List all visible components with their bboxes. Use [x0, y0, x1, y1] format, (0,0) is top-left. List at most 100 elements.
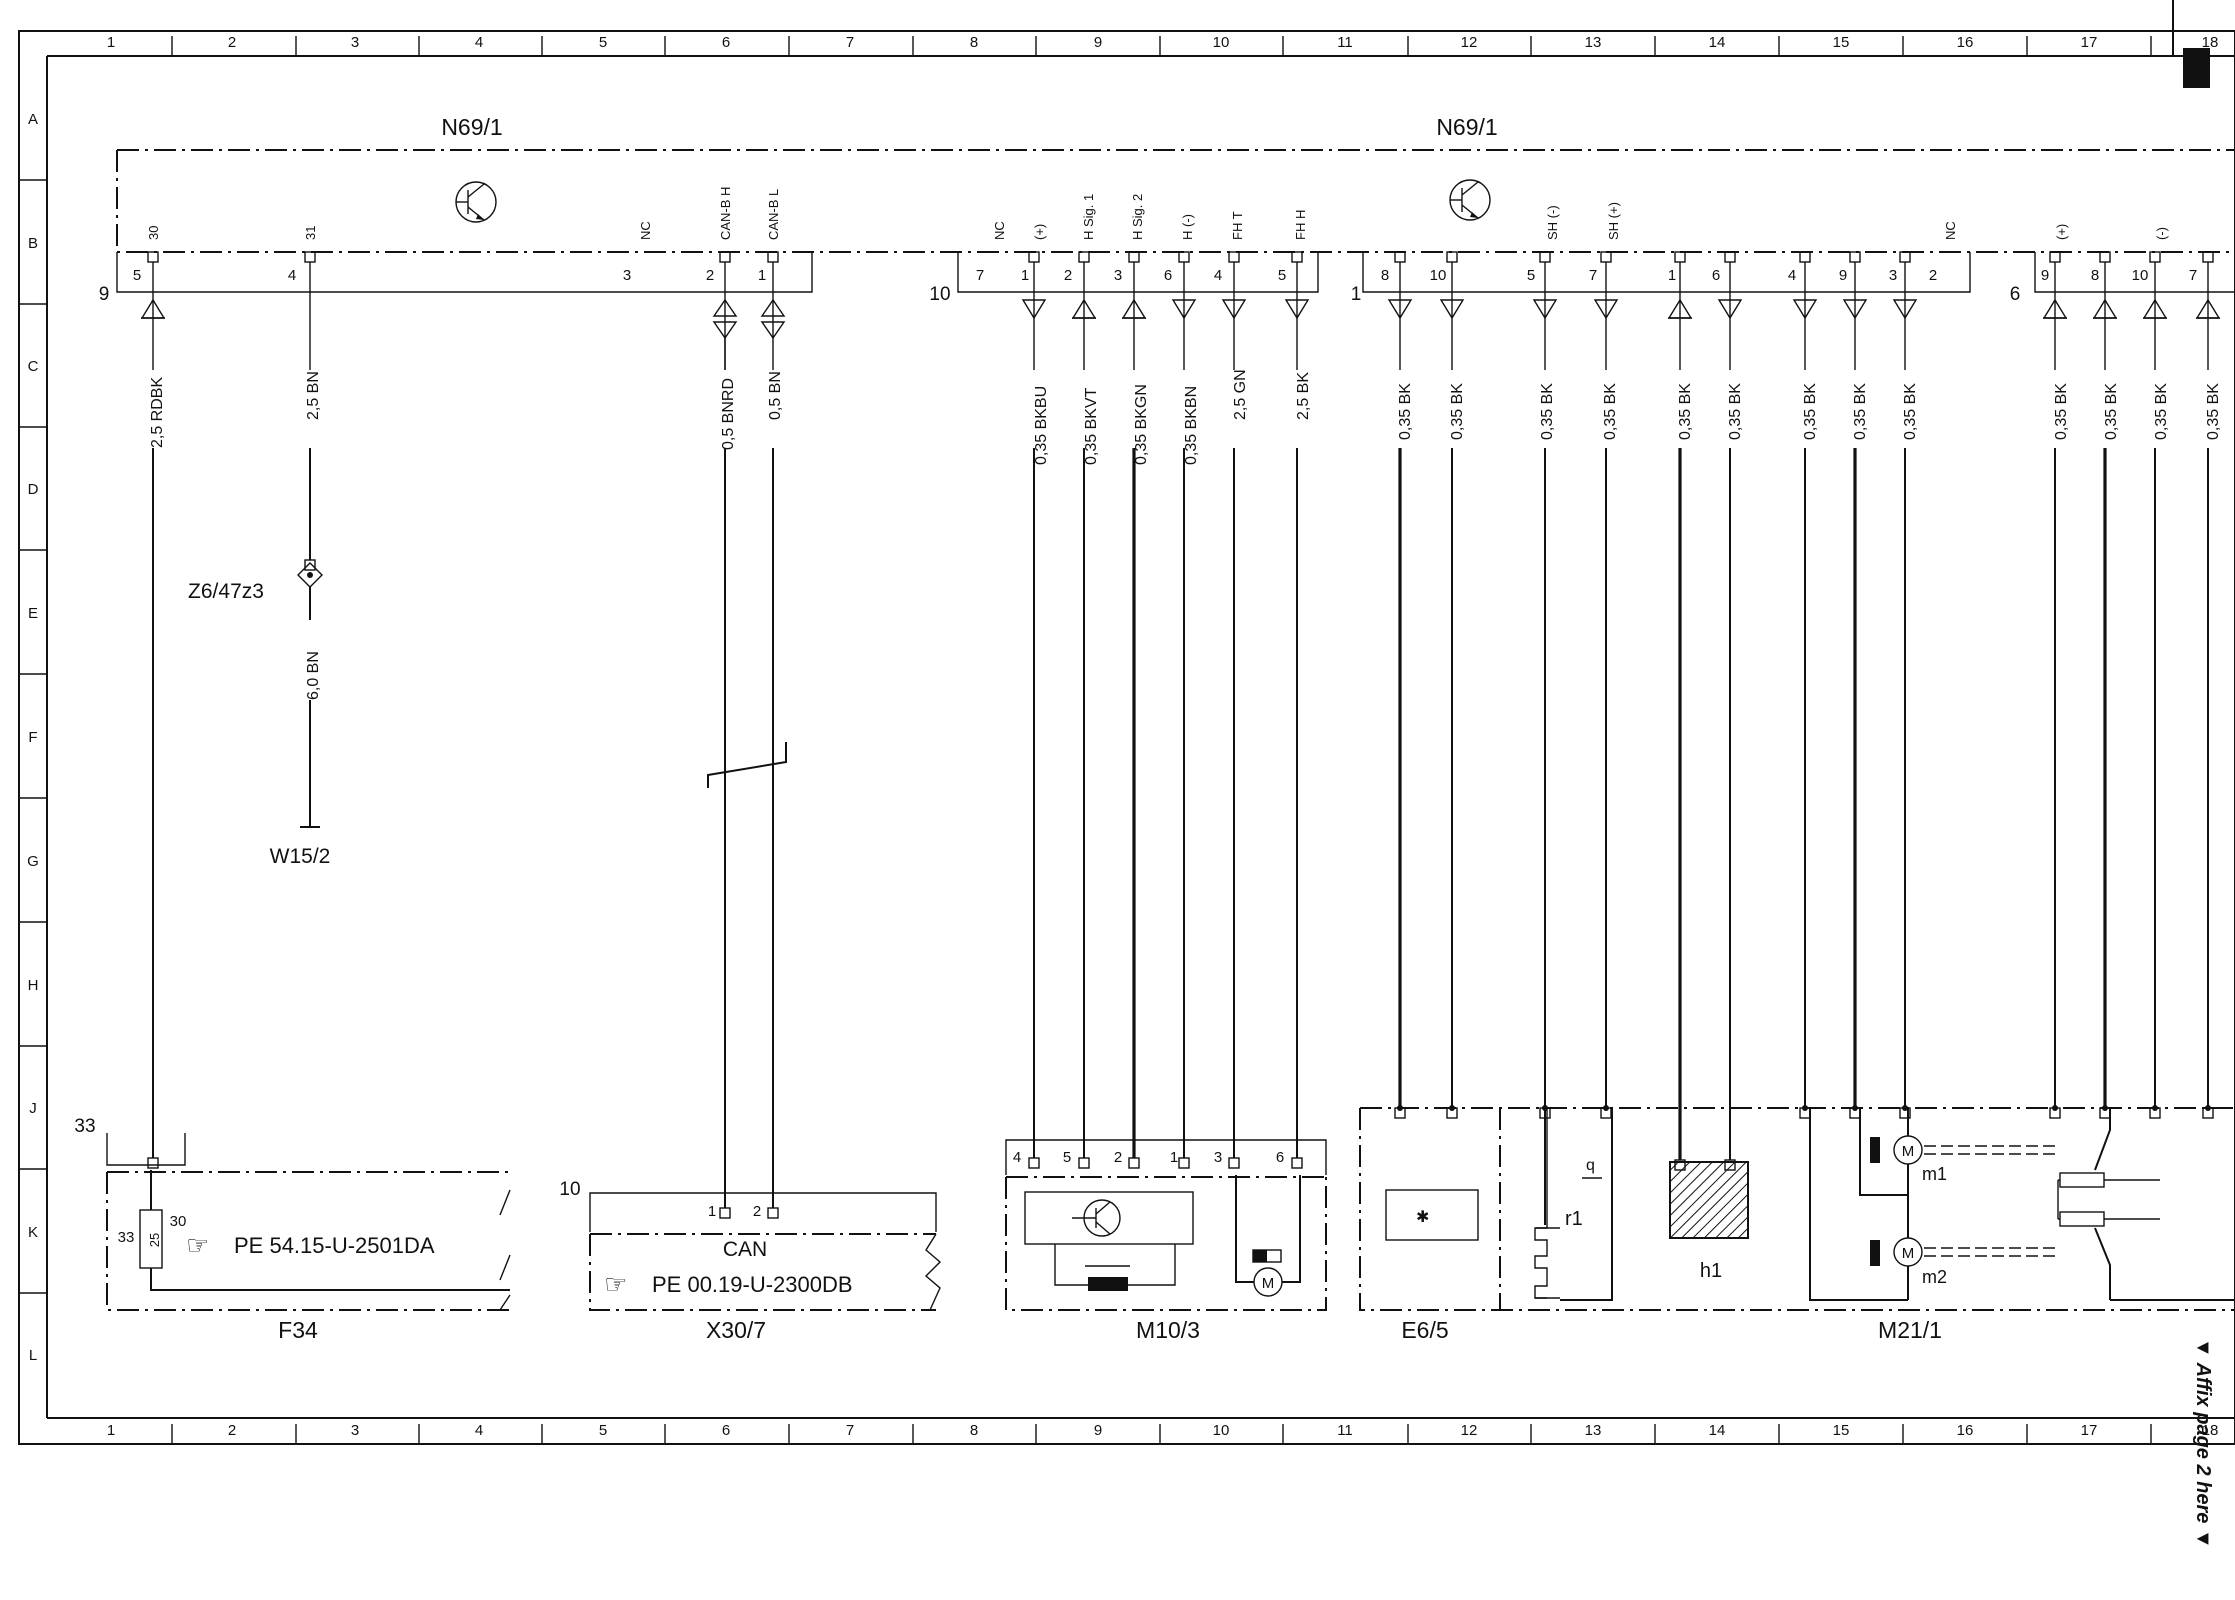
wire: [1532, 251, 1558, 1119]
wire-label: 2,5 BN: [305, 371, 322, 420]
pin-number: 2: [706, 267, 714, 284]
pin-number: 1: [758, 267, 766, 284]
wire: [1792, 251, 1818, 1119]
wire-label: 0,35 BK: [1602, 383, 1619, 440]
connector-number: 6: [2010, 284, 2021, 305]
reference-pe1: ☞ PE 54.15-U-2501DA: [186, 1230, 435, 1260]
pin-number: 3: [1214, 1149, 1222, 1166]
connector-9-pins: 5 4 3 2 1 30 31 NC CAN-B H CAN-B L: [133, 187, 781, 284]
signal-label: (+): [1032, 224, 1047, 240]
pin-number: 1: [708, 1203, 716, 1220]
component-label-n69-1-left: N69/1: [441, 114, 502, 140]
wire: [2042, 251, 2068, 1119]
pin-number: 6: [1164, 267, 1172, 284]
wire-label: 0,35 BK: [1852, 383, 1869, 440]
connector-number: 10: [559, 1179, 580, 1200]
column-number: 1: [107, 1422, 115, 1439]
column-number: 3: [351, 34, 359, 51]
pin-number: 4: [288, 267, 296, 284]
pin-number: 5: [1527, 267, 1535, 284]
row-letter: B: [28, 235, 38, 252]
wire: [140, 251, 166, 1169]
signal-label: (-): [2154, 227, 2169, 240]
component-x30-7: 10 1 2 CAN X30/7: [559, 1179, 942, 1343]
wire: [1842, 251, 1868, 1119]
row-letter: K: [28, 1224, 38, 1241]
column-number: 18: [2202, 1422, 2219, 1439]
transistor-icon: [1072, 1199, 1121, 1237]
pin-number: 10: [1430, 267, 1447, 284]
connector-1-pins: 8 10 5 7 1 6 4 9 3 2 SH (-) SH (+) NC: [1381, 202, 1958, 284]
q-label: q: [1586, 1157, 1595, 1174]
column-number: 10: [1213, 1422, 1230, 1439]
pin-number: 3: [1889, 267, 1897, 284]
component-label-m21: M21/1: [1878, 1317, 1942, 1343]
pin-number: 4: [1788, 267, 1796, 284]
pin-number: 8: [2091, 267, 2099, 284]
row-letter: L: [29, 1347, 37, 1364]
pin-number: 6: [1712, 267, 1720, 284]
pin-number: 2: [1064, 267, 1072, 284]
signal-label: NC: [638, 221, 653, 240]
column-number: 14: [1709, 1422, 1726, 1439]
wire-label: 0,35 BK: [2103, 383, 2120, 440]
wire-label: 6,0 BN: [305, 651, 322, 700]
ground-w15-2: W15/2: [270, 826, 330, 868]
pin-number: 1: [1170, 1149, 1178, 1166]
row-letter: D: [28, 481, 39, 498]
column-number: 14: [1709, 34, 1726, 51]
column-number: 8: [970, 34, 978, 51]
wire: [2142, 251, 2168, 1119]
component-label-n69-1-right: N69/1: [1436, 114, 1497, 140]
column-number: 3: [351, 1422, 359, 1439]
column-number: 5: [599, 1422, 607, 1439]
wire: [2092, 251, 2118, 1119]
transistor-icon: [455, 181, 497, 223]
connector-6-pins: 9 8 10 7 (+) (-): [2041, 224, 2197, 284]
motor-label: M: [1902, 1143, 1915, 1160]
column-number: 5: [599, 34, 607, 51]
motors-m1-m2: M M m1 m2 M21/1: [1809, 1108, 2235, 1343]
wire-label: 0,35 BK: [1397, 383, 1414, 440]
signal-label: H Sig. 1: [1081, 194, 1096, 240]
connector-1: 1: [1351, 252, 1971, 305]
wire: [1667, 251, 1693, 1171]
signal-label: FH T: [1230, 211, 1245, 240]
signal-label: 31: [303, 226, 318, 240]
connector-number: 33: [74, 1116, 95, 1137]
affix-marker: [2183, 48, 2210, 88]
row-letter: F: [28, 729, 37, 746]
row-letter: A: [28, 111, 38, 128]
wire-label: 0,35 BK: [2053, 383, 2070, 440]
r1-label: r1: [1565, 1208, 1583, 1230]
component-f34: 33 25 33 30 F34: [74, 1116, 511, 1343]
m21-housing: [1359, 1107, 2235, 1311]
wire: [1892, 251, 1918, 1119]
wire: [1387, 251, 1413, 1119]
signal-label: FH H: [1293, 210, 1308, 240]
column-number: 11: [1337, 1422, 1353, 1439]
column-number: 12: [1461, 34, 1478, 51]
column-number: 16: [1957, 1422, 1974, 1439]
signal-label: 30: [146, 226, 161, 240]
fuse-rating: 25: [147, 1233, 162, 1247]
component-label-x30: X30/7: [706, 1317, 766, 1343]
signal-label: H Sig. 2: [1130, 194, 1145, 240]
pin-number: 3: [1114, 267, 1122, 284]
connector-number: 1: [1351, 284, 1362, 305]
column-number: 7: [846, 1422, 854, 1439]
wire: [304, 251, 316, 571]
signal-label: CAN-B H: [718, 187, 733, 240]
signal-label: NC: [992, 221, 1007, 240]
pin-number: 5: [1278, 267, 1286, 284]
pin-number: 3: [623, 267, 631, 284]
wire-label: 0,5 BNRD: [720, 378, 737, 450]
pin-number: 8: [1381, 267, 1389, 284]
m2-label: m2: [1922, 1267, 1947, 1287]
signal-label: (+): [2054, 224, 2069, 240]
wire-label: 0,35 BK: [1802, 383, 1819, 440]
column-number: 10: [1213, 34, 1230, 51]
pin-number: 9: [2041, 267, 2049, 284]
wire-label: 0,35 BKBN: [1183, 386, 1200, 465]
